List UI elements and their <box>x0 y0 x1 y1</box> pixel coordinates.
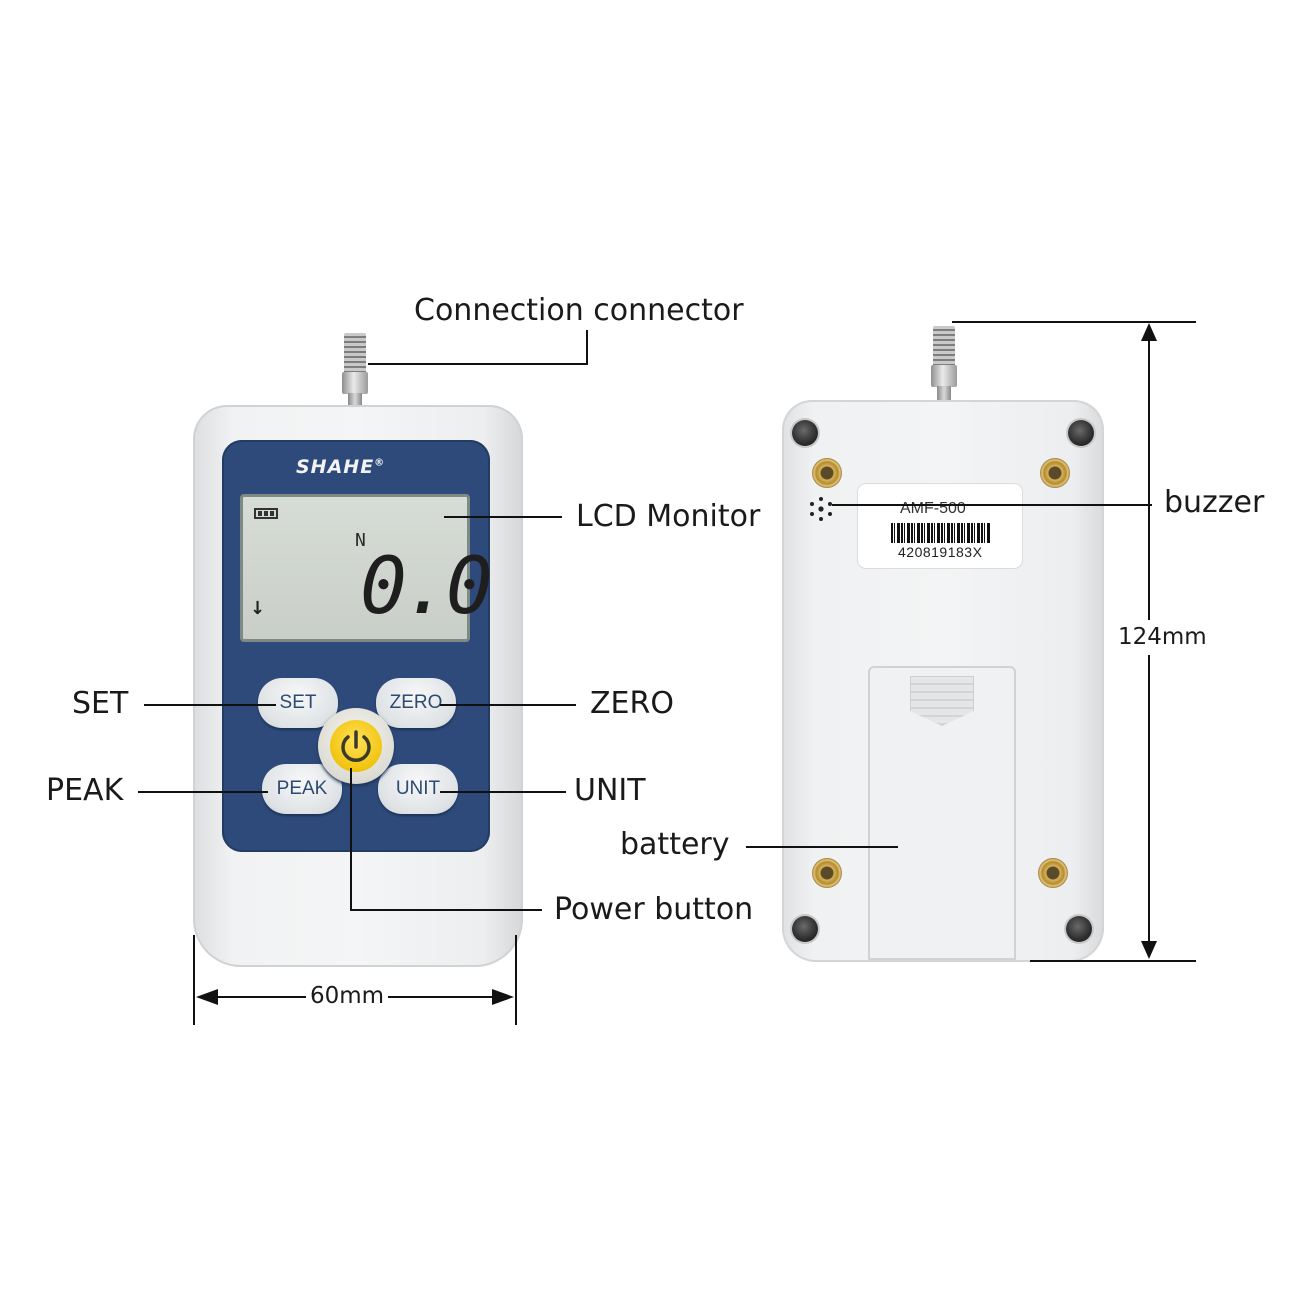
set-label: SET <box>72 686 129 721</box>
unit-label: UNIT <box>574 773 646 808</box>
dimension-extension <box>193 935 195 1025</box>
leader-line <box>350 909 542 911</box>
leader-line <box>586 330 588 365</box>
dimension-extension <box>952 321 1196 323</box>
lcd-screen <box>240 494 470 642</box>
lcd-monitor-label: LCD Monitor <box>576 499 761 534</box>
connector-base-back <box>937 386 951 400</box>
buzzer-label: buzzer <box>1164 485 1265 520</box>
width-dimension: 60mm <box>306 985 389 1008</box>
connector-nut-back <box>931 365 957 387</box>
power-button-label: Power button <box>554 892 754 927</box>
screw-bottom-right <box>1066 916 1092 942</box>
zero-label: ZERO <box>590 686 674 721</box>
threaded-insert <box>812 458 842 488</box>
screw-top-right <box>1068 420 1094 446</box>
leader-line <box>368 363 588 365</box>
zero-key[interactable]: ZERO <box>376 678 456 728</box>
threaded-insert <box>1038 858 1068 888</box>
leader-line <box>440 791 566 793</box>
connector-nut <box>342 372 368 394</box>
unit-key[interactable]: UNIT <box>378 764 458 814</box>
barcode <box>891 523 991 543</box>
power-icon <box>341 730 371 762</box>
lcd-value: 0.0 <box>360 542 493 632</box>
leader-line <box>440 704 576 706</box>
serial-number: 420819183X <box>898 544 983 560</box>
screw-top-left <box>792 420 818 446</box>
leader-line <box>444 516 562 518</box>
set-key[interactable]: SET <box>258 678 338 728</box>
arrowhead-right-icon <box>492 989 514 1005</box>
screw-bottom-left <box>792 916 818 942</box>
arrowhead-left-icon <box>196 989 218 1005</box>
dimension-extension <box>1030 960 1196 962</box>
leader-line <box>138 791 268 793</box>
threaded-insert <box>812 858 842 888</box>
leader-line <box>746 846 898 848</box>
dimension-extension <box>515 935 517 1025</box>
brand-logo: SHAHE® <box>296 456 386 478</box>
leader-line <box>350 768 352 911</box>
height-dimension: 124mm <box>1114 620 1211 655</box>
peak-label: PEAK <box>46 773 124 808</box>
connector-base <box>348 393 362 407</box>
down-arrow-icon: ↓ <box>250 598 266 619</box>
threaded-insert <box>1040 458 1070 488</box>
buzzer-holes <box>810 497 832 521</box>
battery-level-icon <box>254 508 278 519</box>
arrowhead-down-icon <box>1141 941 1157 959</box>
battery-label: battery <box>620 827 730 862</box>
connector-thread-back <box>933 326 955 368</box>
connector-thread <box>344 333 366 375</box>
model-number: AMF-500 <box>900 500 966 517</box>
arrowhead-up-icon <box>1141 323 1157 341</box>
leader-line <box>832 504 1152 506</box>
lcd-unit: N <box>355 530 366 551</box>
connection-connector-label: Connection connector <box>414 293 744 328</box>
leader-line <box>144 704 276 706</box>
